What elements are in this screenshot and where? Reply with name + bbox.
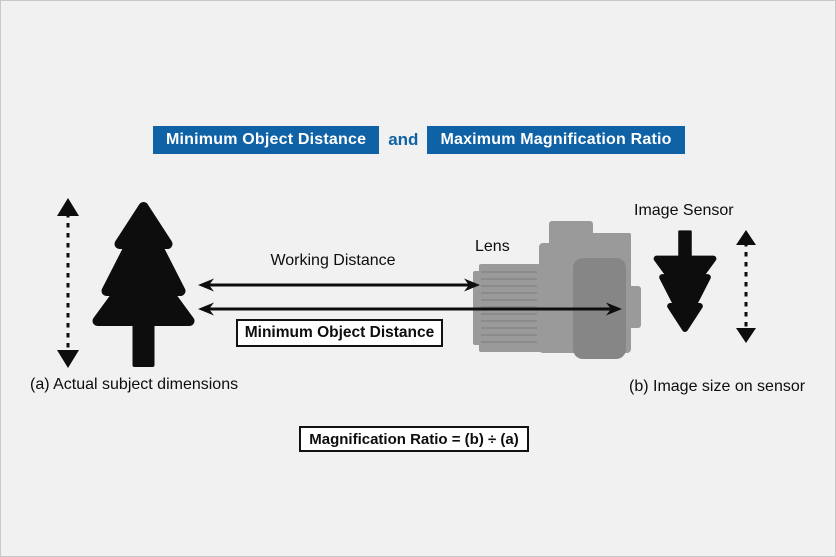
title-connector: and [388, 130, 419, 149]
image-height-arrow-icon [736, 230, 756, 343]
subject-caption: (a) Actual subject dimensions [30, 376, 239, 393]
minimum-object-distance-arrow-icon [198, 302, 622, 316]
sensor-caption: (b) Image size on sensor [629, 378, 806, 395]
diagram-title: Minimum Object Distance and Maximum Magn… [153, 126, 685, 154]
pine-tree-icon [92, 202, 195, 367]
magnification-ratio-formula-box: Magnification Ratio = (b) ÷ (a) [299, 426, 529, 452]
lens-label: Lens [475, 238, 510, 255]
inverted-pine-tree-icon [653, 230, 717, 332]
image-sensor-label: Image Sensor [634, 202, 734, 219]
minimum-object-distance-box: Minimum Object Distance [236, 319, 443, 347]
title-badge-minimum-object-distance: Minimum Object Distance [153, 126, 380, 154]
title-badge-maximum-magnification-ratio: Maximum Magnification Ratio [427, 126, 685, 154]
subject-height-arrow-icon [57, 198, 79, 368]
working-distance-arrow-icon [198, 278, 480, 292]
working-distance-label: Working Distance [270, 252, 396, 269]
